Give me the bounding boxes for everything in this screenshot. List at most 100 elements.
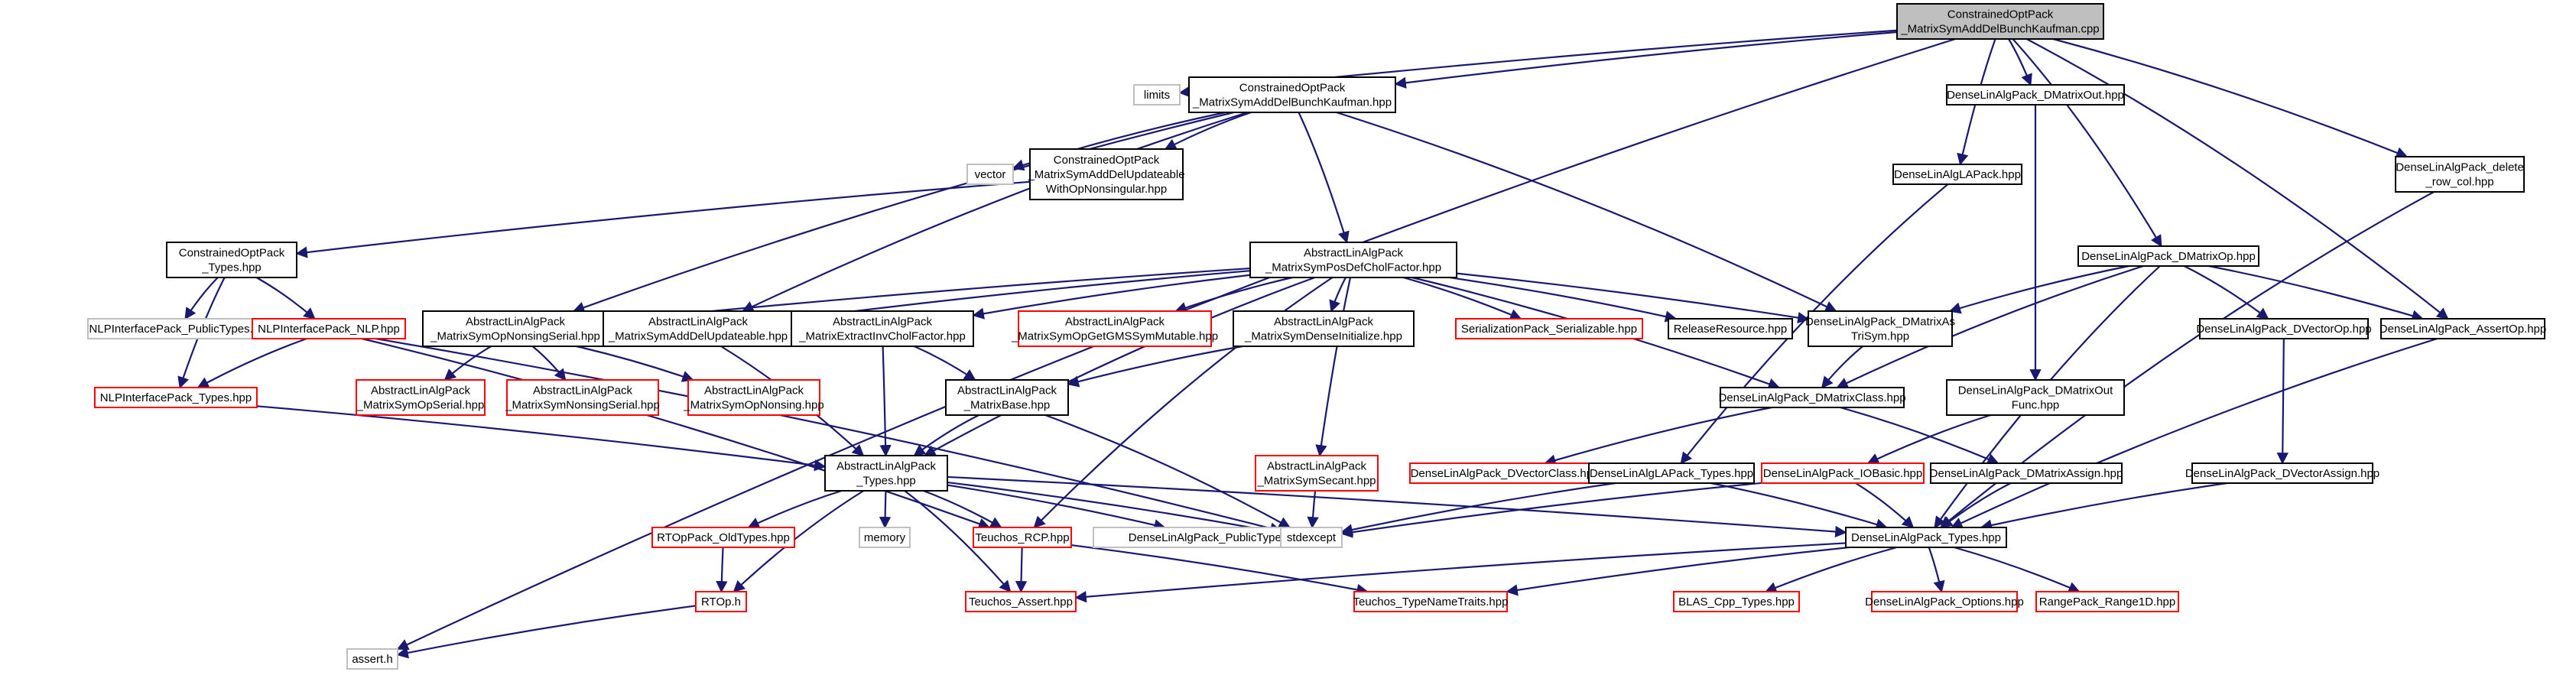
edge-root-to-dmop	[2012, 38, 2162, 248]
node-gms[interactable]: AbstractLinAlgPack_MatrixSymOpGetGMSSymM…	[1011, 310, 1218, 347]
edge-altypes-to-rtop	[733, 490, 865, 593]
node-osser[interactable]: AbstractLinAlgPack_MatrixSymOpSerial.hpp	[356, 379, 486, 416]
node-label-tassert-line-0: Teuchos_Assert.hpp	[969, 595, 1073, 608]
node-label-dmop-line-0: DenseLinAlgPack_DMatrixOp.hpp	[2081, 250, 2256, 263]
node-drowcol[interactable]: DenseLinAlgPack_delete_row_col.hpp	[2395, 156, 2525, 193]
edge-altypes-to-dltypes	[947, 475, 1847, 538]
node-lapacktypes[interactable]: DenseLinAlgLAPack_Types.hpp	[1588, 462, 1755, 484]
node-dvop[interactable]: DenseLinAlgPack_DVectorOp.hpp	[2196, 318, 2372, 339]
node-dlapack[interactable]: DenseLinAlgLAPack.hpp	[1892, 164, 2022, 185]
node-rtop[interactable]: RTOp.h	[695, 591, 747, 612]
node-box-tassert	[965, 591, 1077, 612]
edge-secant-to-stdexcept	[1307, 490, 1319, 529]
node-memory[interactable]: memory	[859, 527, 911, 548]
node-opnonsingser[interactable]: AbstractLinAlgPack_MatrixSymOpNonsingSer…	[422, 310, 609, 347]
node-blas[interactable]: BLAS_Cpp_Types.hpp	[1673, 591, 1800, 612]
node-serializable[interactable]: SerializationPack_Serializable.hpp	[1455, 318, 1643, 339]
node-label-nonsingser-line-0: AbstractLinAlgPack	[533, 385, 633, 398]
node-dvclass[interactable]: DenseLinAlgPack_DVectorClass.hpp	[1409, 462, 1600, 484]
edge-dmassign-to-dltypes	[1941, 482, 2012, 528]
node-cotypes[interactable]: ConstrainedOptPack_Types.hpp	[166, 242, 297, 278]
node-typename[interactable]: Teuchos_TypeNameTraits.hpp	[1353, 591, 1509, 612]
node-label-lapacktypes-line-0: DenseLinAlgLAPack_Types.hpp	[1590, 467, 1753, 480]
node-box-rtopold	[651, 527, 795, 548]
edge-hpp-to-trisym	[1336, 111, 1837, 312]
node-label-nlp-line-0: NLPInterfacePack_NLP.hpp	[258, 323, 400, 336]
node-label-mbase-line-0: AbstractLinAlgPack	[957, 385, 1057, 398]
edge-cotypes-to-nlppubtypes	[184, 277, 219, 320]
node-box-updnonsing	[1029, 148, 1184, 200]
node-dmclass[interactable]: DenseLinAlgPack_DMatrixClass.hpp	[1718, 387, 1906, 408]
edge-rcp-to-tassert	[1015, 547, 1028, 593]
edge-posdef-to-serializable	[1403, 276, 1522, 320]
node-extract[interactable]: AbstractLinAlgPack_MatrixExtractInvCholF…	[791, 310, 974, 347]
node-root[interactable]: ConstrainedOptPack_MatrixSymAddDelBunchK…	[1896, 3, 2104, 40]
node-release[interactable]: ReleaseResource.hpp	[1668, 318, 1793, 339]
node-assertop[interactable]: DenseLinAlgPack_AssertOp.hpp	[2379, 318, 2546, 339]
node-dmassign[interactable]: DenseLinAlgPack_DMatrixAssign.hpp	[1930, 462, 2123, 484]
edge-dltypes-to-range	[1954, 546, 2081, 593]
node-updnonsing[interactable]: ConstrainedOptPack_MatrixSymAddDelUpdate…	[1027, 148, 1185, 200]
node-posdef[interactable]: AbstractLinAlgPack_MatrixSymPosDefCholFa…	[1249, 242, 1457, 278]
node-box-dmclass	[1720, 387, 1905, 408]
node-dltypes[interactable]: DenseLinAlgPack_Types.hpp	[1845, 527, 2007, 548]
node-label-root-line-0: ConstrainedOptPack	[1947, 8, 2054, 21]
node-dvassign[interactable]: DenseLinAlgPack_DVectorAssign.hpp	[2185, 462, 2379, 484]
node-label-memory-line-0: memory	[864, 531, 906, 544]
node-secant[interactable]: AbstractLinAlgPack_MatrixSymSecant.hpp	[1255, 455, 1379, 492]
node-label-hpp-line-0: ConstrainedOptPack	[1239, 82, 1346, 95]
node-label-addupd-line-0: AbstractLinAlgPack	[648, 316, 749, 329]
node-box-hpp	[1188, 76, 1396, 113]
node-label-trisym-line-0: DenseLinAlgPack_DMatrixAs	[1805, 316, 1955, 329]
node-iobasic[interactable]: DenseLinAlgPack_IOBasic.hpp	[1761, 462, 1925, 484]
edge-hpp-to-opnonsingser	[572, 111, 1234, 313]
node-box-serializable	[1455, 318, 1643, 339]
node-label-hpp-line-1: _MatrixSymAddDelBunchKaufman.hpp	[1192, 96, 1392, 109]
node-rtopold[interactable]: RTOpPack_OldTypes.hpp	[651, 527, 795, 548]
node-dmop[interactable]: DenseLinAlgPack_DMatrixOp.hpp	[2077, 245, 2259, 267]
node-rcp[interactable]: Teuchos_RCP.hpp	[973, 527, 1072, 548]
edge-posdef-to-altypes	[924, 276, 1316, 456]
node-nlp[interactable]: NLPInterfacePack_NLP.hpp	[252, 318, 406, 339]
node-dmout[interactable]: DenseLinAlgPack_DMatrixOut.hpp	[1946, 84, 2125, 105]
node-label-cotypes-line-0: ConstrainedOptPack	[179, 247, 285, 260]
node-stdexcept[interactable]: stdexcept	[1280, 527, 1343, 548]
node-box-limits	[1133, 84, 1181, 105]
edge-rtopold-to-rtop	[716, 547, 728, 593]
edge-dmop-to-assertop	[2208, 264, 2424, 322]
node-altypes[interactable]: AbstractLinAlgPack_Types.hpp	[824, 455, 948, 492]
node-denseinit[interactable]: AbstractLinAlgPack_MatrixSymDenseInitial…	[1233, 310, 1415, 347]
node-box-dmoutfunc	[1946, 379, 2125, 416]
node-limits[interactable]: limits	[1133, 84, 1181, 105]
node-box-nlp	[252, 318, 406, 339]
node-vector[interactable]: vector	[966, 164, 1014, 185]
node-box-addupd	[603, 310, 794, 347]
node-opnonsing[interactable]: AbstractLinAlgPack_MatrixSymOpNonsing.hp…	[683, 379, 824, 416]
edge-posdef-to-rcp	[1033, 277, 1333, 529]
node-tassert[interactable]: Teuchos_Assert.hpp	[965, 591, 1077, 612]
node-hpp[interactable]: ConstrainedOptPack_MatrixSymAddDelBunchK…	[1188, 76, 1396, 113]
edge-altypes-to-stdexcept	[947, 481, 1282, 537]
node-label-dvclass-line-0: DenseLinAlgPack_DVectorClass.hpp	[1411, 467, 1600, 480]
node-box-lapacktypes	[1588, 462, 1755, 484]
edge-dltypes-to-tassert	[1074, 542, 1847, 603]
node-nlptypes[interactable]: NLPInterfacePack_Types.hpp	[94, 387, 258, 408]
node-nonsingser[interactable]: AbstractLinAlgPack_MatrixSymNonsingSeria…	[505, 379, 660, 416]
node-label-release-line-0: ReleaseResource.hpp	[1674, 323, 1787, 336]
node-range[interactable]: RangePack_Range1D.hpp	[2035, 591, 2179, 612]
node-options[interactable]: DenseLinAlgPack_Options.hpp	[1865, 591, 2024, 612]
node-box-rtop	[695, 591, 747, 612]
node-asserth[interactable]: assert.h	[346, 648, 398, 670]
node-label-limits-line-0: limits	[1144, 89, 1170, 102]
node-mbase[interactable]: AbstractLinAlgPack_MatrixBase.hpp	[945, 379, 1069, 416]
edge-opnonsingser-to-osser	[443, 346, 492, 381]
node-label-denseinit-line-1: _MatrixSymDenseInitialize.hpp	[1244, 330, 1402, 343]
node-label-dmoutfunc-line-0: DenseLinAlgPack_DMatrixOut	[1958, 385, 2113, 398]
edge-posdef-to-extract	[972, 274, 1251, 320]
node-label-assertop-line-0: DenseLinAlgPack_AssertOp.hpp	[2379, 323, 2546, 336]
node-nlppubtypes[interactable]: NLPInterfacePack_PublicTypes.ud	[87, 318, 268, 339]
node-addupd[interactable]: AbstractLinAlgPack_MatrixSymAddDelUpdate…	[603, 310, 794, 347]
node-label-nonsingser-line-1: _MatrixSymNonsingSerial.hpp	[505, 399, 660, 412]
